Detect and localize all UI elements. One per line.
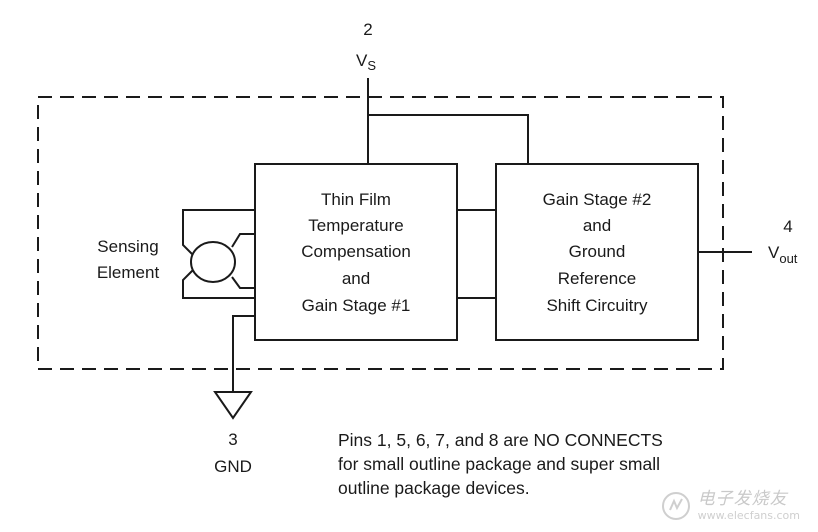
vs-pin-name: VS — [356, 51, 376, 73]
block2-line: Shift Circuitry — [546, 296, 648, 315]
watermark-text: 电子发烧友 — [697, 489, 788, 509]
note-line: for small outline package and super smal… — [338, 454, 660, 474]
vout-pin-name: Vout — [768, 243, 798, 266]
vout-pin-number: 4 — [783, 217, 792, 236]
sensing-element-label-line1: Sensing — [97, 237, 158, 256]
block-temp-comp-gain1 — [254, 163, 458, 341]
sensor-bottom-wire — [182, 269, 255, 299]
package-outline — [37, 96, 724, 370]
gnd-wire — [232, 315, 255, 392]
ground-symbol — [213, 391, 253, 420]
watermark-logo-icon — [661, 492, 690, 520]
block2-line: Gain Stage #2 — [543, 190, 652, 209]
block2-line: Ground — [569, 242, 626, 261]
block2-line: Reference — [558, 269, 636, 288]
block1-line: Thin Film — [321, 190, 391, 209]
block1-line: Gain Stage #1 — [302, 296, 411, 315]
block1-line: Compensation — [301, 242, 411, 261]
block1-line: and — [342, 269, 370, 288]
sensing-element-symbol — [190, 241, 236, 283]
vs-pin-number: 2 — [363, 20, 372, 39]
no-connect-note: Pins 1, 5, 6, 7, and 8 are NO CONNECTS f… — [338, 428, 768, 500]
note-line: Pins 1, 5, 6, 7, and 8 are NO CONNECTS — [338, 430, 663, 450]
sensor-right-top-wire — [231, 233, 255, 248]
block1-label: Thin Film Temperature Compensation and G… — [301, 190, 411, 315]
watermark: 电子发烧友 www.elecfans.com — [660, 484, 800, 522]
watermark-url: www.elecfans.com — [697, 509, 800, 522]
sensor-top-wire — [182, 209, 255, 256]
sensor-right-bottom-wire — [231, 276, 255, 289]
sensing-element-label-line2: Element — [97, 263, 160, 282]
block1-line: Temperature — [308, 216, 403, 235]
note-line: outline package devices. — [338, 478, 530, 498]
gnd-pin-name: GND — [214, 457, 252, 476]
block2-label: Gain Stage #2 and Ground Reference Shift… — [543, 190, 652, 315]
block2-line: and — [583, 216, 611, 235]
vs-branch-wire — [368, 114, 529, 164]
gnd-pin-number: 3 — [228, 430, 237, 449]
